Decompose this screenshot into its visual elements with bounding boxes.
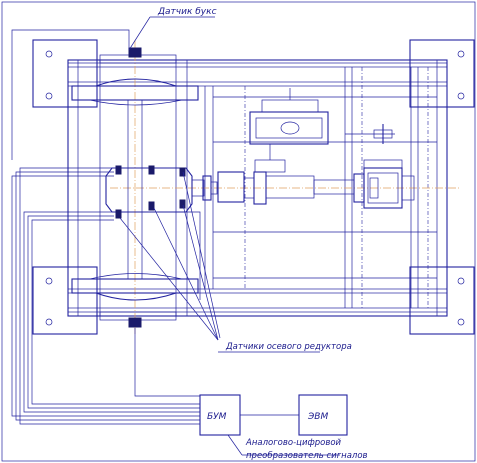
mount-pad-bottom-left — [32, 266, 98, 335]
axle-box-sensor-leader — [128, 16, 215, 51]
bum-block — [199, 394, 299, 436]
gear-reducer — [249, 88, 329, 173]
axle-box-sensor-label: Датчик букс — [157, 7, 217, 17]
handwheel — [345, 124, 395, 144]
mount-pad-top-right — [409, 39, 475, 108]
top-wheel — [71, 47, 199, 106]
adc-label-line2: преобразователь сигналов — [246, 451, 368, 461]
evm-label: ЭВМ — [307, 412, 328, 422]
axle-gearbox — [105, 165, 193, 219]
sensor-cables — [11, 29, 201, 425]
axle-gear-sensors-label: Датчики осевого редуктора — [225, 342, 352, 352]
adc-leader — [227, 434, 340, 456]
adc-label-line1: Аналогово-цифровой — [245, 438, 342, 448]
mount-pad-top-left — [32, 39, 98, 108]
electric-motor — [363, 159, 415, 209]
evm-block — [298, 394, 348, 436]
axle-gear-sensor-leaders — [119, 171, 320, 353]
axle-shaft — [127, 100, 143, 279]
mount-pad-bottom-right — [409, 266, 475, 335]
bottom-wheel — [71, 273, 199, 328]
bum-label: БУМ — [207, 412, 227, 422]
